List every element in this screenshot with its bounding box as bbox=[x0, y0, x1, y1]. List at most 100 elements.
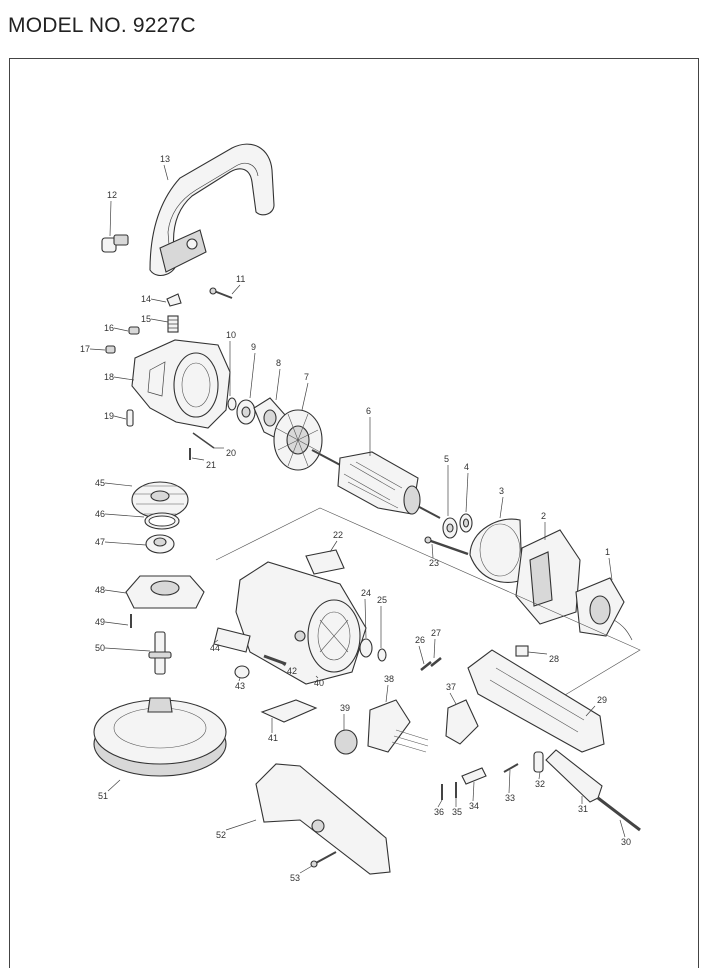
leader-line-4 bbox=[465, 472, 469, 513]
callout-31: 31 bbox=[578, 804, 588, 814]
part-30-cord bbox=[597, 796, 641, 832]
leader-line-45 bbox=[104, 482, 133, 487]
leader-line-3 bbox=[499, 496, 504, 519]
callout-7: 7 bbox=[304, 372, 309, 382]
leader-line-17 bbox=[89, 348, 106, 351]
leader-line-7 bbox=[301, 382, 309, 411]
callout-46: 46 bbox=[95, 509, 105, 519]
part-51-backing-pad bbox=[93, 697, 227, 777]
callout-4: 4 bbox=[464, 462, 469, 472]
callout-15: 15 bbox=[141, 314, 151, 324]
leader-line-26 bbox=[418, 645, 425, 665]
callout-50: 50 bbox=[95, 643, 105, 653]
callout-51: 51 bbox=[98, 791, 108, 801]
part-14-cap bbox=[166, 293, 182, 307]
callout-53: 53 bbox=[290, 873, 300, 883]
callout-5: 5 bbox=[444, 454, 449, 464]
part-52-handle-cover bbox=[255, 763, 391, 875]
callout-23: 23 bbox=[429, 558, 439, 568]
part-3-baffle bbox=[469, 518, 523, 583]
leader-line-38 bbox=[385, 684, 389, 703]
leader-line-24 bbox=[364, 598, 367, 639]
callout-47: 47 bbox=[95, 537, 105, 547]
callout-6: 6 bbox=[366, 406, 371, 416]
callout-16: 16 bbox=[104, 323, 114, 333]
callout-39: 39 bbox=[340, 703, 350, 713]
callout-37: 37 bbox=[446, 682, 456, 692]
callout-32: 32 bbox=[535, 779, 545, 789]
callout-41: 41 bbox=[268, 733, 278, 743]
part-37-switch bbox=[445, 699, 479, 745]
leader-line-44 bbox=[213, 639, 219, 644]
callout-40: 40 bbox=[314, 678, 324, 688]
part-11-screw bbox=[209, 287, 233, 299]
leader-line-21 bbox=[191, 457, 205, 461]
part-17-screw bbox=[105, 345, 116, 354]
callout-36: 36 bbox=[434, 807, 444, 817]
leader-line-37 bbox=[449, 692, 457, 705]
callout-10: 10 bbox=[226, 330, 236, 340]
part-7-fan bbox=[273, 409, 323, 471]
callout-13: 13 bbox=[160, 154, 170, 164]
part-50-spindle bbox=[148, 631, 172, 675]
leader-line-22 bbox=[329, 540, 338, 553]
callout-30: 30 bbox=[621, 837, 631, 847]
callout-12: 12 bbox=[107, 190, 117, 200]
leader-line-52 bbox=[225, 819, 257, 831]
part-18-gear-housing bbox=[131, 339, 231, 429]
callout-14: 14 bbox=[141, 294, 151, 304]
part-15-spring bbox=[167, 315, 179, 333]
part-28-brush-cap bbox=[515, 645, 529, 657]
part-24-bushing bbox=[359, 638, 373, 658]
part-10-ring bbox=[227, 397, 237, 411]
leader-line-32 bbox=[538, 771, 541, 780]
callout-52: 52 bbox=[216, 830, 226, 840]
leader-line-47 bbox=[104, 541, 147, 546]
leader-line-15 bbox=[150, 318, 169, 323]
part-16-screw bbox=[128, 326, 140, 335]
leader-line-34 bbox=[472, 781, 475, 802]
part-38-controller bbox=[367, 699, 429, 753]
leader-line-28 bbox=[527, 651, 548, 655]
callout-2: 2 bbox=[541, 511, 546, 521]
callout-48: 48 bbox=[95, 585, 105, 595]
part-44-label bbox=[213, 627, 251, 653]
part-29-handle-half bbox=[467, 649, 605, 753]
leader-line-11 bbox=[231, 284, 241, 295]
leader-line-27 bbox=[433, 638, 436, 659]
part-40-motor-housing bbox=[235, 561, 367, 685]
callout-25: 25 bbox=[377, 595, 387, 605]
leader-line-30 bbox=[619, 819, 626, 838]
leader-line-18 bbox=[113, 376, 135, 381]
callout-35: 35 bbox=[452, 807, 462, 817]
callout-28: 28 bbox=[549, 654, 559, 664]
leader-line-23 bbox=[431, 543, 434, 559]
diagram-frame bbox=[9, 58, 699, 968]
callout-24: 24 bbox=[361, 588, 371, 598]
callout-45: 45 bbox=[95, 478, 105, 488]
leader-line-12 bbox=[109, 200, 112, 237]
leader-line-16 bbox=[113, 327, 129, 332]
leader-line-9 bbox=[249, 352, 256, 399]
callout-42: 42 bbox=[287, 666, 297, 676]
callout-18: 18 bbox=[104, 372, 114, 382]
leader-line-40 bbox=[315, 675, 319, 679]
part-39-dial bbox=[334, 729, 358, 755]
callout-labels: 1234567891011121314151617181920212223242… bbox=[80, 154, 631, 883]
part-9-bearing bbox=[236, 399, 256, 425]
part-53-screw bbox=[310, 851, 337, 868]
part-25-ring bbox=[377, 648, 387, 662]
callout-21: 21 bbox=[206, 460, 216, 470]
callout-26: 26 bbox=[415, 635, 425, 645]
model-number-title: MODEL NO. 9227C bbox=[8, 14, 196, 37]
callout-44: 44 bbox=[210, 643, 220, 653]
leader-line-13 bbox=[163, 164, 169, 181]
leader-line-48 bbox=[104, 589, 127, 594]
part-47-bearing bbox=[145, 534, 175, 554]
leader-line-51 bbox=[107, 779, 121, 792]
leader-line-42 bbox=[279, 661, 286, 667]
leader-line-36 bbox=[437, 799, 443, 808]
part-20-spring bbox=[192, 432, 215, 449]
part-2-field bbox=[515, 529, 581, 625]
